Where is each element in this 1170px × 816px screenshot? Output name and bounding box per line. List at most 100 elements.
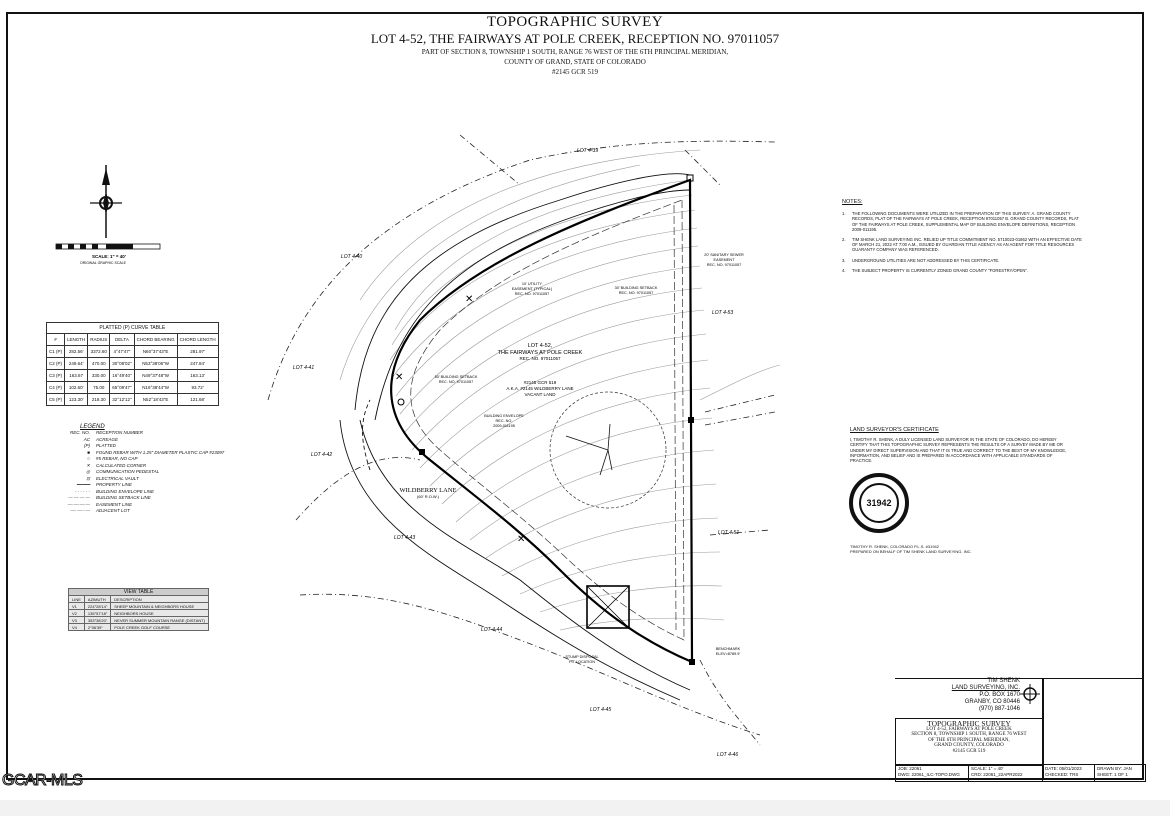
calculated-corner-icon: ✕ [517,534,525,545]
table-cell: N52°18'43"E [133,393,178,406]
property-line [390,178,694,664]
calculated-corner-icon: ✕ [465,294,473,305]
signature-line-1: TIMOTHY R. SHENK, COLORADO P.L.S. #31942 [850,544,939,549]
title-block: TOPOGRAPHIC SURVEY LOT 4-52, FAIRWAYS AT… [895,718,1043,766]
signature-block: TIMOTHY R. SHENK, COLORADO P.L.S. #31942… [850,544,972,554]
legend-item: ○#5 REBAR, NO CAP [40,456,224,463]
table-cell: N53°38'06"W [133,357,178,370]
building-envelope-label-3: 2009-011195 [493,424,515,428]
company-phone: (970) 887-1046 [978,706,1020,712]
stump-pit-label-1: STUMP DISPOSAL [565,655,598,659]
table-cell: 135°57'18" [83,609,112,617]
legend-item: ■FOUND REBAR WITH 1.25" DIAMETER PLASTIC… [40,450,224,457]
wildberry-lane-road [339,173,691,701]
table-cell: 247.84' [176,357,219,370]
table-cell: NEIGHBORS HOUSE [110,609,210,617]
legend-text: ADJACENT LOT [96,508,130,513]
legend-text: ELECTRICAL VAULT [96,475,139,481]
legend-heading: LEGEND [80,424,105,430]
certificate-heading: LAND SURVEYOR'S CERTIFICATE [850,427,939,433]
utility-easement-label-3: REC. NO. 97011057 [515,292,550,296]
curve-table: PLATTED (P) CURVE TABLE # LENGTH RADIUS … [45,322,219,406]
utility-easement-label-2: EASEMENT (TYPICAL) [512,287,553,291]
property-line-symbol: ━━━━━ [76,482,90,487]
table-cell: 281.97' [176,345,219,358]
seal-number: 31942 [859,483,899,523]
rebar-no-cap-icon [397,398,405,406]
legend-text: BUILDING ENVELOPE LINE [96,488,155,494]
found-rebar-icon [419,449,425,455]
sheet-border [6,12,1144,780]
note-text: TIM SHENK LAND SURVEYING INC. RELIED UP … [852,237,1082,253]
table-cell: 470.00 [87,357,111,370]
found-rebar-icon [689,659,695,665]
checked-by: CHECKED: TRS [1045,772,1079,777]
table-cell: 65°09'47" [109,381,135,394]
road-name-label: WILDBERRY LANE [400,487,457,494]
lot-4-43-label: LOT 4-43 [394,535,415,541]
date-cell: DATE: 05/01/2023 CHECKED: TRS [1043,765,1095,781]
setback-line-symbol: — — — — [68,495,90,500]
title-block-line: #2145 GCR 519 [952,748,986,754]
legend-text: PROPERTY LINE [96,482,132,487]
legend-text: BUILDING SETBACK LINE [96,495,151,500]
lot-4-44-label: LOT 4-44 [481,627,502,633]
job-cell: JOB: 22061 DWG: 22061_ILC-TOPO.DWG [896,765,969,781]
legend-symbol: AC [83,436,90,442]
title-block-line: OF THE 6TH PRINCIPAL MERIDIAN, [928,737,1010,743]
title-block-line: GRAND COUNTY, COLORADO [934,743,1004,749]
table-cell: 32°12'12" [109,393,135,406]
note-text: THE FOLLOWING DOCUMENTS WERE UTILIZED IN… [852,211,1079,232]
note-item: 2.TIM SHENK LAND SURVEYING INC. RELIED U… [842,237,1082,253]
legend-symbol: ■ [87,449,90,455]
legend-item: — — — — BUILDING SETBACK LINE [40,495,224,502]
table-cell: 3372.60 [87,345,111,358]
graphic-scale-bar [55,243,161,250]
curve-table-header: CHORD BEARING [133,333,178,346]
survey-title-block: TOPOGRAPHIC SURVEY LOT 4-52, THE FAIRWAY… [240,14,910,77]
note-number: 4. [842,267,846,273]
legend-text: ACREAGE [96,436,119,442]
table-cell: 330.00 [87,369,111,382]
lot-4-45-label: LOT 4-45 [590,707,611,713]
view-table-header: LINE [68,595,85,603]
address-label-2: A.K.A. #2145 WILDBERRY LANE [506,386,573,391]
legend-symbol: (P) [84,443,90,448]
lot-4-51-label: LOT 4-51 [718,530,739,536]
lot-center-labels: LOT 4-52, THE FAIRWAYS AT POLE CREEK REC… [498,343,583,397]
legend-text: #5 REBAR, NO CAP [96,456,138,461]
title-block-divider [1042,678,1044,780]
table-cell: 2°06'39" [83,623,112,631]
table-cell: V1 [68,602,85,610]
title-block-heading: TOPOGRAPHIC SURVEY [927,719,1011,728]
scale-label: SCALE: 1" = 40' [92,254,126,259]
survey-county-line: COUNTY OF GRAND, STATE OF COLORADO [504,58,646,66]
signature-line-2: PREPARED ON BEHALF OF TIM SHENK LAND SUR… [850,549,972,554]
table-cell: SHEEP MOUNTAIN & NEIGHBORS HOUSE [110,602,210,610]
easement-line-symbol: —·—·—·— [67,501,91,507]
center-label-3: REC. NO. 97011057 [520,356,561,361]
scale-cell: SCALE: 1" = 40' CRD: 22061_22APR2022 [969,765,1043,781]
note-item: 4.THE SUBJECT PROPERTY IS CURRENTLY ZONE… [842,268,1082,273]
building-setback-label-1: 50' BUILDING SETBACK [435,375,478,379]
table-cell: C2 (P) [45,357,66,370]
title-block-line: SECTION 8, TOWNSHIP 1 SOUTH, RANGE 76 WE… [911,732,1027,738]
drawing-file: DWG: 22061_ILC-TOPO.DWG [898,772,960,777]
building-envelope-label-2: REC. NO. [496,419,513,423]
survey-lot-title: LOT 4-52, THE FAIRWAYS AT POLE CREEK, RE… [370,31,780,46]
table-cell: POLE CREEK GOLF COURSE [110,623,210,631]
lot-4-53-label: LOT 4-53 [712,310,733,316]
table-cell: 353°38'20" [83,616,112,624]
drawing-scale: SCALE: 1" = 40' [971,766,1004,771]
drawn-cell: DRAWN BY: JAN SHEET: 1 OF 1 [1095,765,1145,781]
survey-location-line: PART OF SECTION 8, TOWNSHIP 1 SOUTH, RAN… [421,48,729,56]
table-cell: 30°08'02" [109,357,135,370]
found-rebar-icon [686,174,694,182]
lot-4-41-label: LOT 4-41 [293,365,314,371]
legend-symbol: REC. NO. [69,430,90,435]
